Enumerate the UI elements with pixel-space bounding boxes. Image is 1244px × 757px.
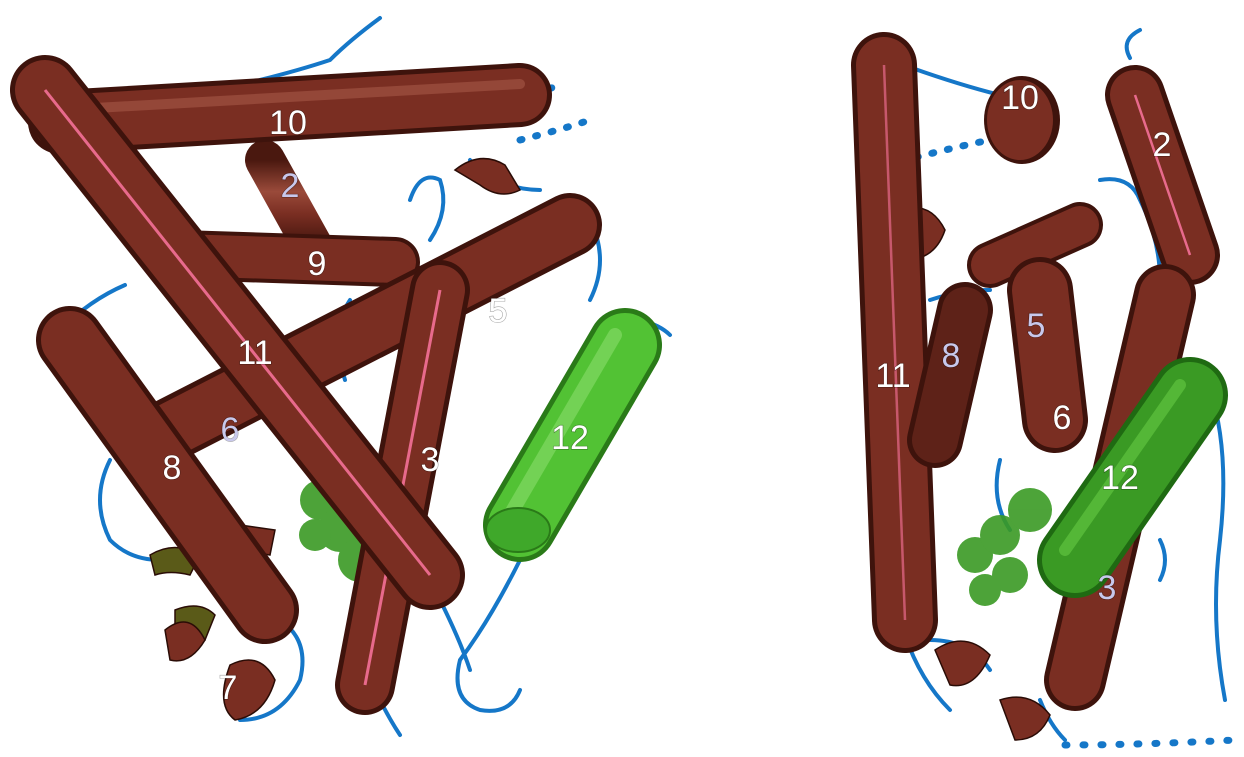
helix-label-2: 2	[281, 167, 300, 205]
helix-label-8: 8	[163, 449, 182, 487]
helix-label-2-right: 2	[1153, 126, 1172, 164]
helix-tubes	[45, 84, 625, 685]
helix-label-11: 11	[237, 334, 272, 372]
helix-label-6-right: 6	[1053, 399, 1072, 437]
helix-tubes-right	[884, 65, 1190, 680]
helix-label-5-right: 5	[1027, 307, 1046, 345]
helix-label-12-right: 12	[1101, 459, 1139, 497]
helix-label-3-right: 3	[1098, 569, 1117, 607]
helix-label-11-right: 11	[875, 357, 910, 395]
helix-label-8-right: 8	[942, 337, 961, 375]
helix-label-9: 9	[308, 245, 327, 283]
helix-label-3: 3	[421, 441, 440, 479]
helix-label-6: 6	[221, 411, 240, 449]
helix-label-12: 12	[551, 419, 589, 457]
helix-label-10-right: 10	[1001, 79, 1039, 117]
ligand-cluster-right	[957, 488, 1052, 606]
right-panel: 10 2 11 8 5 6 12 3	[870, 30, 1235, 745]
left-panel: 10 2 9 11 5 8 6 3 12 7	[20, 18, 670, 735]
helix-label-10: 10	[269, 104, 307, 142]
helix-label-7: 7	[219, 669, 238, 707]
helix-label-5: 5	[489, 292, 508, 330]
